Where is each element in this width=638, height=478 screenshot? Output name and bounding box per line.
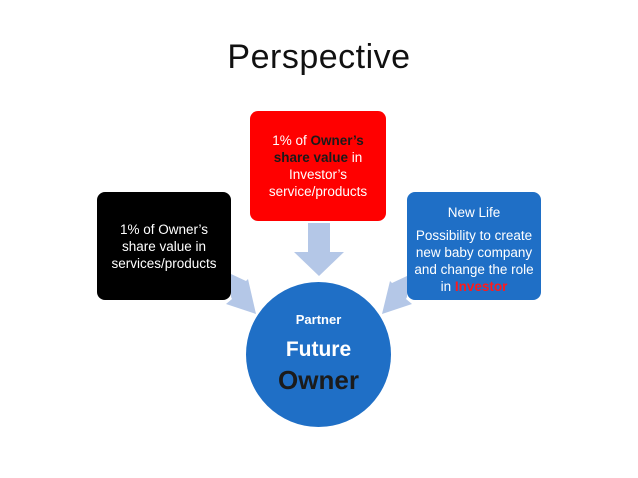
right-diagonal-arrow bbox=[226, 274, 256, 314]
partner-label: Partner bbox=[295, 312, 342, 327]
investor-line-2-a: share value bbox=[273, 150, 349, 165]
investor-line-2: share value in bbox=[274, 149, 363, 166]
slide-title: Perspective bbox=[227, 38, 411, 76]
investor-line-1-a: 1% of bbox=[272, 133, 311, 148]
new-life-investor-word: Investor bbox=[454, 279, 508, 294]
future-label: Future bbox=[285, 338, 352, 361]
investor-line-3: Investor’s bbox=[288, 167, 348, 182]
owner-label: Owner bbox=[278, 365, 359, 395]
left-diagonal-arrow bbox=[382, 276, 412, 314]
investor-line-4: service/products bbox=[268, 184, 368, 199]
new-life-heading: New Life bbox=[447, 205, 501, 220]
new-life-body-text: Possibility to create new baby company a… bbox=[414, 228, 534, 294]
investor-line-1-b: Owner’s bbox=[310, 133, 364, 148]
owner-share-box: 1% of Owner’s share value in services/pr… bbox=[97, 192, 231, 300]
owner-share-text: 1% of Owner’s share value in services/pr… bbox=[111, 221, 217, 271]
new-life-box: New Life Possibility to create new baby … bbox=[407, 192, 541, 300]
new-life-body: Possibility to create new baby company a… bbox=[413, 227, 535, 295]
investor-line-2-b: in bbox=[348, 150, 363, 165]
investor-line-1: 1% of Owner’s bbox=[272, 132, 364, 149]
down-arrow bbox=[294, 223, 344, 276]
investor-service-box: 1% of Owner’s share value in Investor’s … bbox=[250, 111, 386, 221]
future-owner-circle: Partner Future Owner bbox=[246, 282, 391, 427]
